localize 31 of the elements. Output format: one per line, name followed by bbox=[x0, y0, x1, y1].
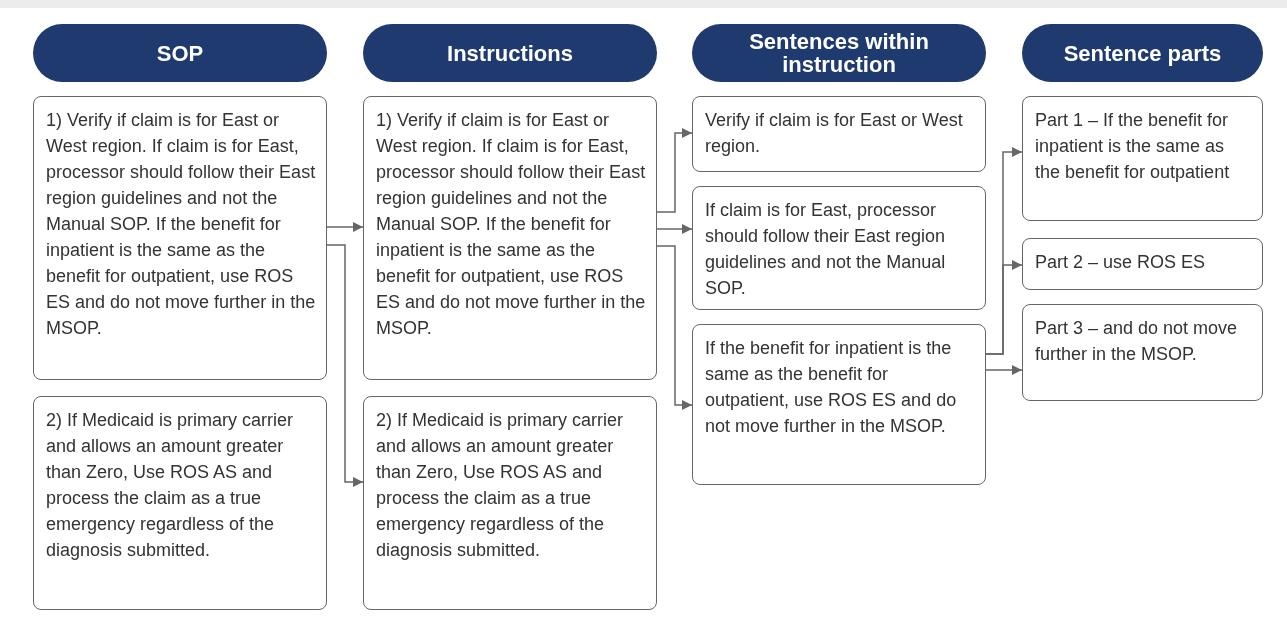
text-box bbox=[33, 96, 327, 380]
box-text: Verify if claim is for East or West region. bbox=[705, 109, 964, 158]
box-text: 2) If Medicaid is primary carrier and allows an amount greater than Zero, Use ROS AS and process the claim as a true emergency regardless of the diagnosis submitted. bbox=[46, 409, 295, 562]
column-header: SOP bbox=[33, 24, 327, 82]
text-box bbox=[1022, 96, 1263, 221]
column-header: Sentence parts bbox=[1022, 24, 1263, 82]
text-box bbox=[1022, 304, 1263, 401]
box-text: 1) Verify if claim is for East or West region. If claim is for East, processor should follow their East region guidelines and not the Manual SOP. If the benefit for inpatient is the same as the benefit for outpatient, use ROS ES and do not move further in the MSOP. bbox=[46, 109, 316, 340]
arrow bbox=[326, 221, 364, 233]
arrow bbox=[656, 223, 693, 235]
arrow bbox=[656, 127, 693, 213]
text-box bbox=[692, 324, 986, 485]
box-text: Part 3 – and do not move further in the MSOP. bbox=[1035, 317, 1239, 366]
text-box bbox=[692, 96, 986, 172]
column-header: Sentences within instruction bbox=[692, 24, 986, 82]
text-box bbox=[363, 396, 657, 610]
box-text: Part 1 – If the benefit for inpatient is the same as the benefit for outpatient bbox=[1035, 109, 1231, 184]
text-box bbox=[363, 96, 657, 380]
text-box bbox=[33, 396, 327, 610]
box-text: If the benefit for inpatient is the same as the benefit for outpatient, use ROS ES and do not move further in the MSOP. bbox=[705, 337, 958, 438]
box-text: If claim is for East, processor should follow their East region guidelines and not the Manual SOP. bbox=[705, 199, 947, 300]
arrow bbox=[326, 244, 364, 488]
box-text: Part 2 – use ROS ES bbox=[1035, 251, 1207, 274]
arrow bbox=[656, 245, 693, 411]
text-box bbox=[692, 186, 986, 310]
box-text: 2) If Medicaid is primary carrier and allows an amount greater than Zero, Use ROS AS and process the claim as a true emergency regardless of the diagnosis submitted. bbox=[376, 409, 625, 562]
text-box bbox=[1022, 238, 1263, 290]
box-text: 1) Verify if claim is for East or West region. If claim is for East, processor should follow their East region guidelines and not the Manual SOP. If the benefit for inpatient is the same as the benefit for outpatient, use ROS ES and do not move further in the MSOP. bbox=[376, 109, 646, 340]
column-header: Instructions bbox=[363, 24, 657, 82]
arrow bbox=[985, 364, 1023, 376]
arrow bbox=[985, 259, 1023, 355]
